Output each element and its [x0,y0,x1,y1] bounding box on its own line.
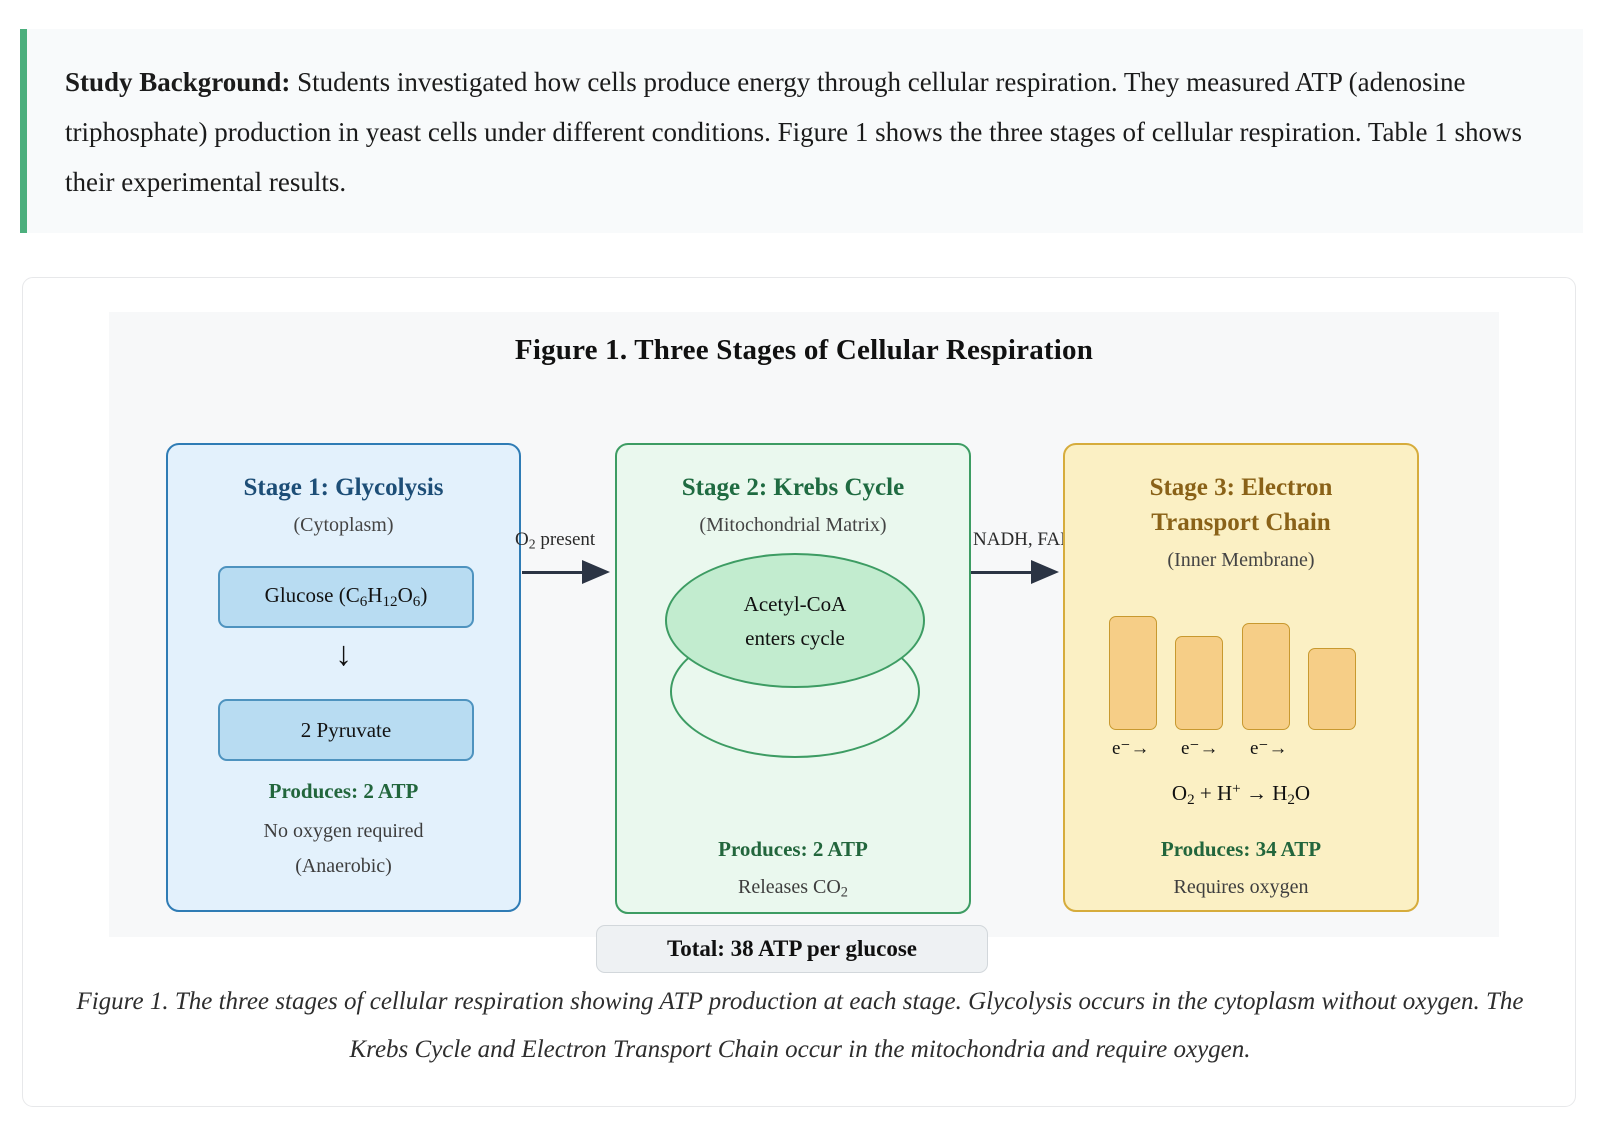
connector-arrow-2: NADH, FADH [971,529,1088,594]
protein-complex-1-icon [1109,616,1157,730]
electron-arrow-1-icon: e⁻→ [1112,738,1150,759]
down-arrow-icon: ↓ [335,636,352,673]
glucose-formula: Glucose (C6H12O6) [264,583,428,610]
connector-2-label: NADH, FADH [973,529,1088,550]
stage3-produces: Produces: 34 ATP [1160,837,1322,861]
stage3-equation: O2 + H+ → H2O [1171,781,1311,808]
study-background-body: Students investigated how cells produce … [65,67,1523,197]
connector-1-arrowhead-icon [582,560,610,584]
protein-complex-2-icon [1175,636,1223,730]
connector-arrow-1: O2 present [515,529,616,594]
stage2-location: (Mitochondrial Matrix) [699,514,887,536]
stage1-produces: Produces: 2 ATP [268,779,419,803]
stage2-note-a: Releases CO2 [738,876,848,901]
figure-caption: Figure 1. The three stages of cellular r… [76,988,1524,1063]
study-background-text: Study Background: Students investigated … [65,57,1535,207]
stage-box-glycolysis: Stage 1: Glycolysis (Cytoplasm) Glucose … [166,443,521,912]
connector-1-label: O2 present [515,529,596,552]
stage3-location: (Inner Membrane) [1167,549,1315,571]
acetyl-coa-line2: enters cycle [745,625,845,650]
stage1-title: Stage 1: Glycolysis [243,474,444,501]
connector-1-line [522,571,588,574]
protein-complex-3-icon [1242,623,1290,730]
stage2-produces: Produces: 2 ATP [718,837,868,861]
molecule-pyruvate: 2 Pyruvate [218,699,474,761]
electron-flow-row: e⁻→ e⁻→ e⁻→ [1065,737,1417,763]
stage2-title: Stage 2: Krebs Cycle [681,474,905,501]
connector-2-line [971,571,1037,574]
mitochondrion-graphic: Acetyl-CoA enters cycle [617,553,969,783]
figure-title: Figure 1. Three Stages of Cellular Respi… [514,334,1094,366]
electron-arrow-3-icon: e⁻→ [1250,738,1288,759]
stage1-note-b: (Anaerobic) [295,855,392,877]
stages-container: Stage 1: Glycolysis (Cytoplasm) Glucose … [109,312,1499,937]
stage-box-krebs-cycle: Stage 2: Krebs Cycle (Mitochondrial Matr… [615,443,971,914]
study-background-label: Study Background: [65,67,291,97]
protein-complex-4-icon [1308,648,1356,730]
study-background-callout: Study Background: Students investigated … [20,29,1583,233]
stage1-note-a: No oxygen required [263,820,424,842]
molecule-glucose: Glucose (C6H12O6) [218,566,474,628]
figure-panel: Figure 1. Three Stages of Cellular Respi… [109,312,1499,973]
stage3-note-a: Requires oxygen [1173,876,1309,898]
total-atp-box: Total: 38 ATP per glucose [596,925,988,973]
electron-arrow-2-icon: e⁻→ [1181,738,1219,759]
connector-2-arrowhead-icon [1031,560,1059,584]
figure-card: Figure 1. Three Stages of Cellular Respi… [22,277,1576,1107]
etc-complexes-graphic [1065,590,1417,730]
mitochondria-inner-ellipse-icon: Acetyl-CoA enters cycle [665,553,925,688]
acetyl-coa-line1: Acetyl-CoA [743,591,847,616]
stage1-location: (Cytoplasm) [293,514,394,536]
pyruvate-label: 2 Pyruvate [300,717,392,742]
